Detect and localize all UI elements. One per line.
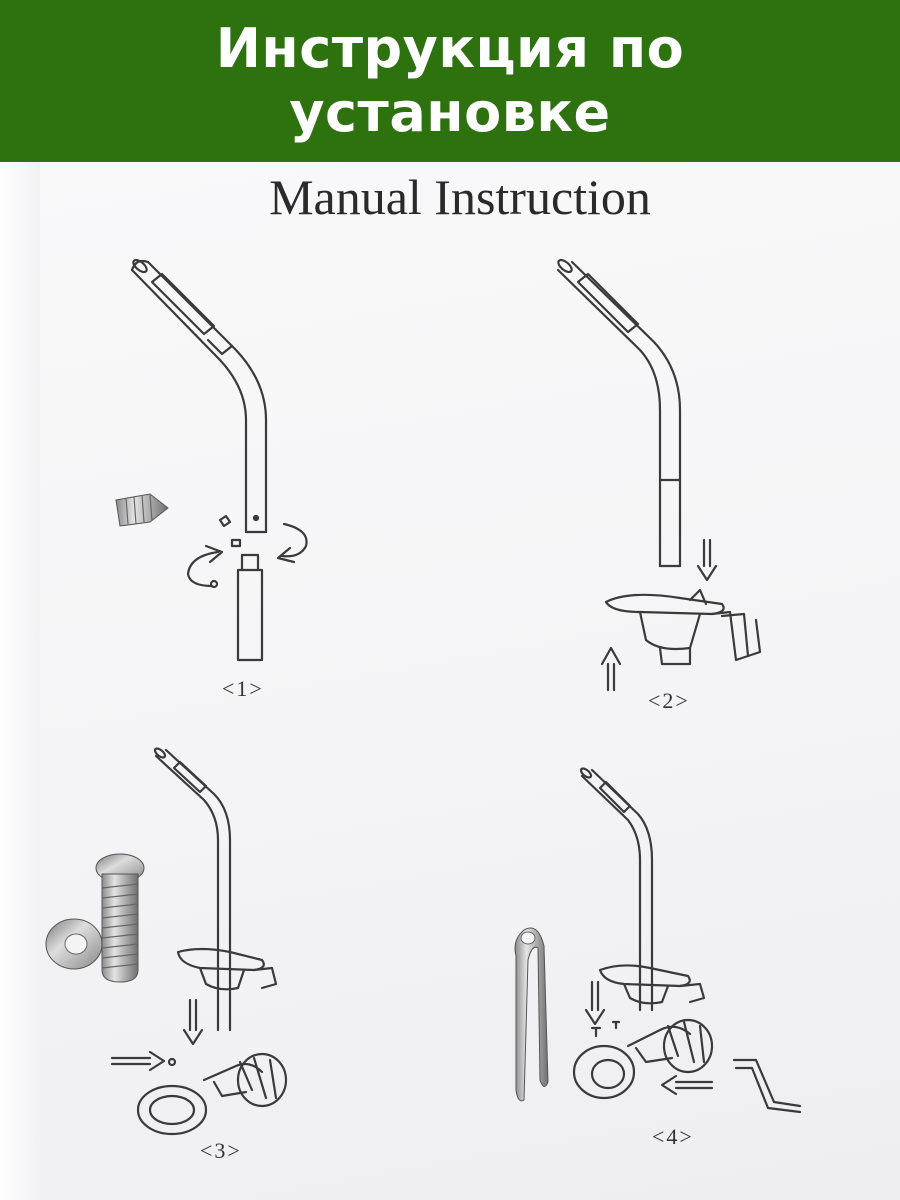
banner-title-line-2: установке: [289, 81, 611, 144]
instruction-sheet: [40, 162, 900, 1200]
manual-title: Manual Instruction: [269, 169, 651, 225]
bolt-icon: [95, 853, 145, 983]
step-3-label: <3>: [200, 1138, 242, 1163]
header-banner: Инструкция по установке: [0, 0, 900, 162]
step-4-label: <4>: [652, 1124, 694, 1149]
background-left-edge: [0, 162, 40, 1200]
step-4-diagram: [572, 767, 802, 1114]
step-1-label: <1>: [222, 676, 264, 701]
cotter-pin-icon: [514, 927, 549, 1102]
step-2-diagram: [556, 258, 762, 692]
set-screw-icon: [115, 493, 169, 527]
step-1-diagram: [130, 258, 308, 662]
step-3-diagram: [110, 747, 288, 1136]
step-2-label: <2>: [648, 688, 690, 713]
banner-title-line-1: Инструкция по: [215, 17, 685, 80]
washer-icon: [45, 918, 103, 970]
